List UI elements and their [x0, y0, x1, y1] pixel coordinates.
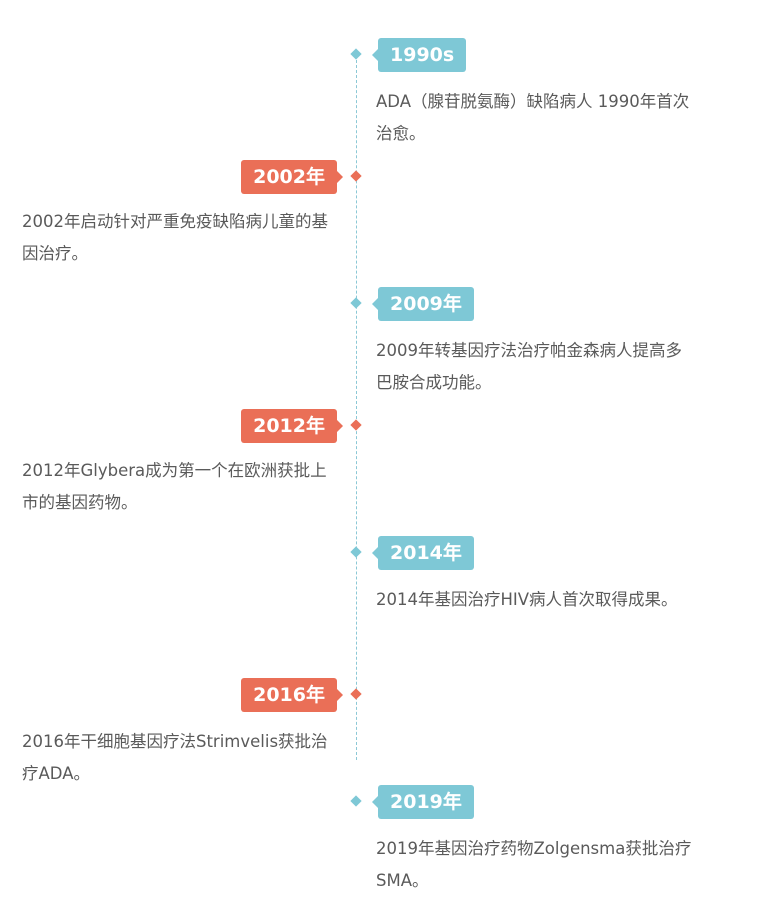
timeline-marker — [350, 48, 362, 60]
event-description: 2002年启动针对严重免疫缺陷病儿童的基因治疗。 — [22, 212, 328, 263]
year-tag: 2016年 — [241, 678, 343, 712]
year-tag: 2002年 — [241, 160, 343, 194]
event-description: ADA（腺苷脱氨酶）缺陷病人 1990年首次治愈。 — [376, 92, 690, 143]
event-description: 2016年干细胞基因疗法Strimvelis获批治疗ADA。 — [22, 732, 328, 783]
timeline-marker — [350, 419, 362, 431]
event-description: 2019年基因治疗药物Zolgensma获批治疗SMA。 — [376, 839, 692, 890]
event-description: 2009年转基因疗法治疗帕金森病人提高多巴胺合成功能。 — [376, 341, 682, 392]
year-tag: 2009年 — [372, 287, 474, 321]
year-tag: 2019年 — [372, 785, 474, 819]
year-tag: 2014年 — [372, 536, 474, 570]
timeline-marker — [350, 795, 362, 807]
timeline-marker — [350, 170, 362, 182]
event-description: 2012年Glybera成为第一个在欧洲获批上 市的基因药物。 — [22, 461, 327, 512]
year-tag: 2012年 — [241, 409, 343, 443]
timeline-marker — [350, 297, 362, 309]
timeline-marker — [350, 546, 362, 558]
timeline-axis — [356, 60, 357, 760]
year-tag: 1990s — [371, 38, 467, 72]
event-description: 2014年基因治疗HIV病人首次取得成果。 — [376, 590, 678, 609]
timeline-marker — [350, 688, 362, 700]
